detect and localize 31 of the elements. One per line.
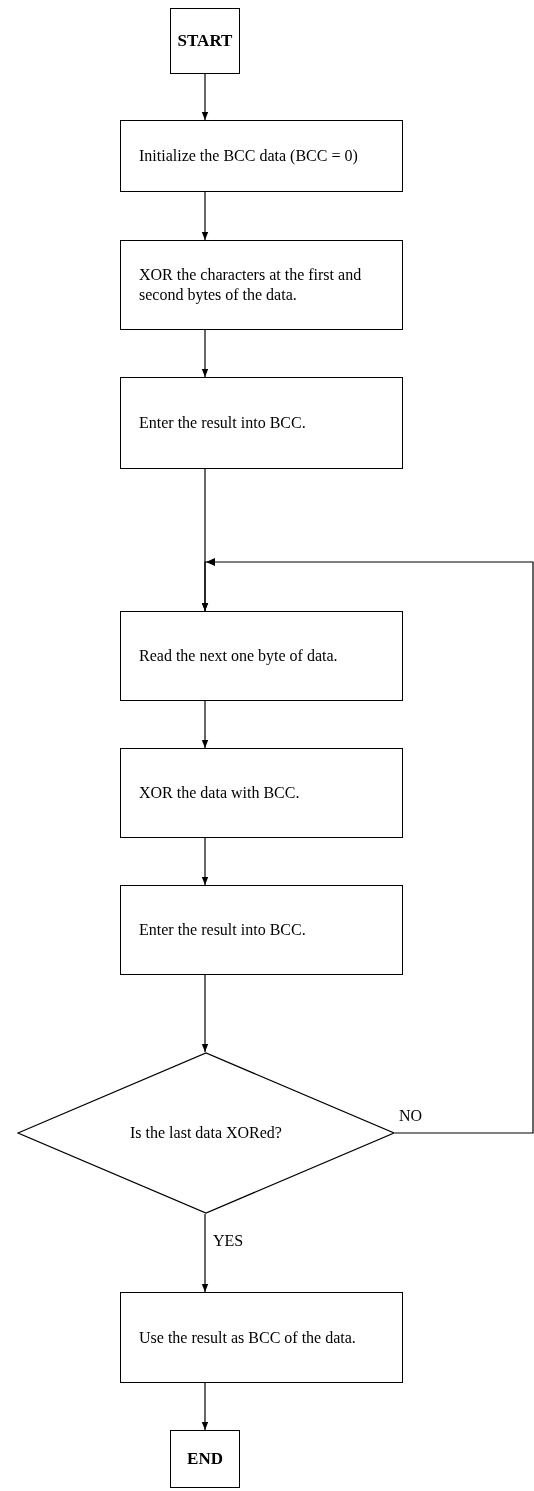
- step-text: Is the last data XORed?: [130, 1123, 282, 1143]
- arrow: [201, 191, 209, 241]
- step-text: Enter the result into BCC.: [139, 920, 306, 940]
- step-text: Use the result as BCC of the data.: [139, 1327, 356, 1348]
- arrow: [201, 700, 209, 749]
- process-box: [120, 1292, 403, 1383]
- step-text: Initialize the BCC data (BCC = 0): [139, 146, 358, 166]
- process-box: [120, 377, 403, 469]
- step-text: Read the next one byte of data.: [139, 646, 338, 666]
- terminal-box: [170, 1430, 240, 1488]
- arrow: [201, 329, 209, 378]
- process-box: [120, 240, 403, 330]
- arrow: [201, 558, 534, 1134]
- edge-label: YES: [213, 1232, 244, 1250]
- arrow: [201, 974, 209, 1053]
- decision-diamond: [17, 1052, 395, 1214]
- step-text: XOR the characters at the first and second bytes of the data.: [139, 265, 363, 305]
- arrow: [201, 1382, 209, 1431]
- terminal-box: [170, 8, 240, 74]
- step-text: END: [187, 1449, 223, 1469]
- process-box: [120, 120, 403, 192]
- process-box: [120, 748, 403, 838]
- arrow: [201, 837, 209, 886]
- edge-label: NO: [399, 1107, 423, 1125]
- arrow: [201, 73, 209, 121]
- step-text: Enter the result into BCC.: [139, 413, 306, 433]
- step-text: START: [177, 31, 233, 51]
- step-text: XOR the data with BCC.: [139, 783, 300, 803]
- process-box: [120, 885, 403, 975]
- process-box: [120, 611, 403, 701]
- arrow: [201, 1213, 209, 1293]
